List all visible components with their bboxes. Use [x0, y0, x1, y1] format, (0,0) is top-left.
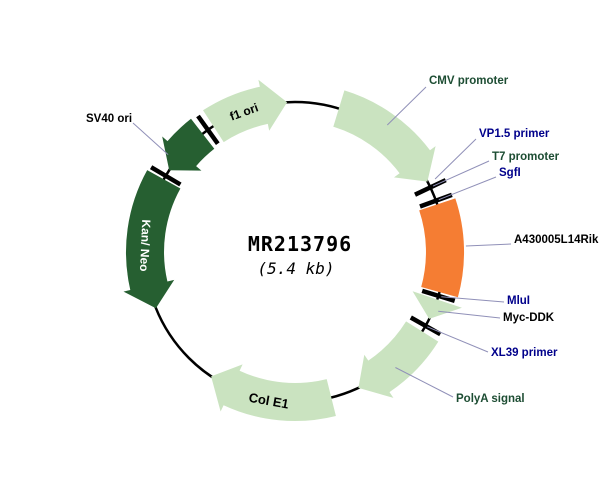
feature-cmv-promoter [333, 90, 436, 182]
leader-vp15-primer [434, 138, 477, 180]
leader-myc-ddk [438, 310, 501, 319]
leader-a430005l14rik [465, 243, 512, 247]
site-tick [149, 165, 182, 187]
feature-f1-ori [203, 79, 288, 143]
feature-myc-ddk [412, 291, 462, 319]
leader-sv40-ori [132, 122, 169, 155]
plasmid-size: (5.4 kb) [257, 259, 334, 278]
leader-sgfi-site [438, 176, 497, 201]
leader-xl39-primer [427, 326, 489, 353]
site-tick [421, 288, 456, 303]
label-cmv-promoter: CMV promoter [429, 75, 509, 87]
plasmid-name: MR213796 [248, 232, 352, 256]
leader-polya-signal [395, 367, 454, 398]
leader-t7-promoter [432, 160, 490, 187]
label-polya-signal: PolyA signal [456, 393, 525, 405]
site-tick [409, 315, 442, 337]
feature-sv40-ori [162, 118, 215, 171]
label-mlui-site: MluI [507, 295, 530, 307]
feature-kan-neo [123, 170, 181, 309]
leader-cmv-promoter [386, 86, 427, 126]
label-t7-promoter: T7 promoter [492, 151, 560, 163]
label-vp15-primer: VP1.5 primer [479, 128, 550, 140]
label-myc-ddk: Myc-DDK [503, 312, 555, 324]
label-sgfi-site: SgfI [499, 167, 521, 179]
feature-label-kan-neo: Kan/ Neo [137, 219, 153, 272]
label-sv40-ori: SV40 ori [86, 113, 132, 125]
feature-label-col-e1: Col E1 [248, 390, 290, 412]
feature-polya-signal [358, 321, 439, 398]
label-xl39-primer: XL39 primer [491, 347, 558, 359]
leader-mlui-site [441, 296, 505, 303]
feature-a430005l14rik [419, 198, 465, 298]
site-tick [196, 114, 220, 146]
label-a430005l14rik: A430005L14Rik [514, 234, 599, 246]
feature-col-e1 [211, 364, 336, 422]
